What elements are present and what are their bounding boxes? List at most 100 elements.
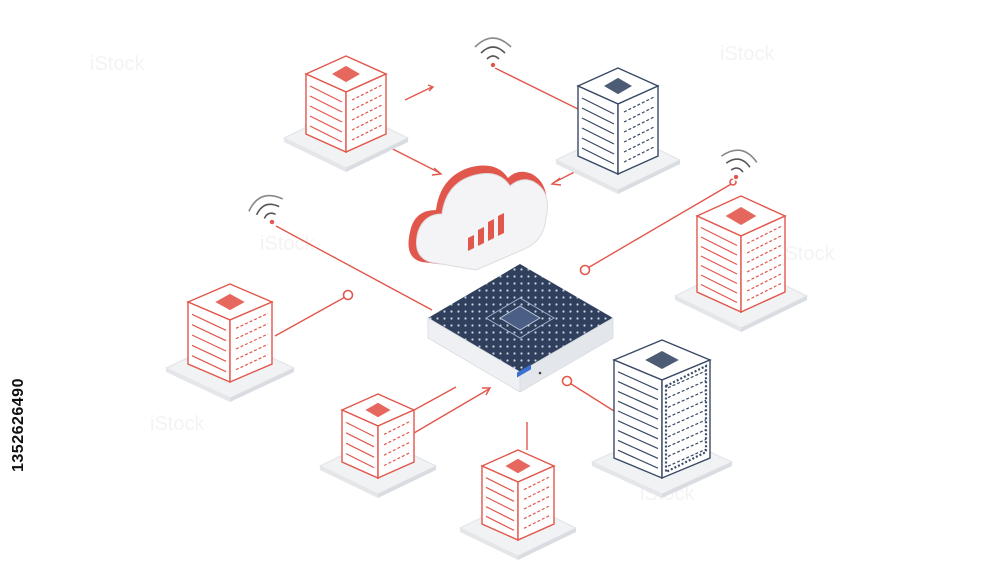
- wifi-icon: [720, 149, 758, 181]
- server-right-face: [377, 408, 415, 480]
- drive-slot: [235, 312, 269, 329]
- drive-slot: [235, 333, 269, 350]
- barcode-icon: [645, 351, 679, 369]
- drive-slot: [746, 263, 782, 283]
- server-top-right: [554, 67, 682, 194]
- drive-slot: [309, 85, 343, 103]
- browser-icon: [365, 402, 391, 418]
- drive-slot: [581, 127, 615, 145]
- platform-edge: [284, 138, 346, 172]
- drive-slot: [485, 506, 515, 522]
- drive-slot: [485, 486, 515, 502]
- drive-slot: [667, 448, 707, 467]
- connector-line: [567, 381, 615, 412]
- server-bottom-right-tower: [590, 339, 734, 498]
- platform-edge: [675, 296, 741, 332]
- platform-edge: [618, 160, 680, 194]
- drive-slot: [345, 442, 375, 458]
- document-icon: [725, 207, 757, 225]
- drive-slot: [581, 107, 615, 125]
- drive-slot: [667, 370, 707, 389]
- arrow-head: [482, 387, 492, 396]
- drive-slot: [623, 126, 655, 143]
- server-bottom-left: [318, 393, 438, 498]
- drive-slot: [581, 117, 615, 135]
- drive-slot: [309, 105, 343, 123]
- drive-slot: [623, 146, 655, 163]
- platform-edge: [378, 466, 436, 498]
- drive-slot: [700, 274, 738, 294]
- platform-edge: [741, 296, 807, 332]
- drive-slot: [617, 420, 659, 440]
- drive-slot: [345, 421, 375, 437]
- wifi-icon: [248, 194, 284, 226]
- connector-line: [275, 225, 433, 311]
- drive-slot: [351, 94, 383, 111]
- drive-slot: [235, 343, 269, 360]
- status-led: [538, 371, 542, 375]
- drive-slot: [617, 410, 659, 430]
- drive-slot: [667, 438, 707, 457]
- server-right-face: [517, 464, 555, 542]
- drive-slot: [345, 453, 375, 469]
- connection-dot: [579, 264, 591, 276]
- drive-slot: [485, 496, 515, 512]
- server-bottom-center: [458, 449, 578, 560]
- arrow-head: [427, 84, 435, 92]
- connection-lines: [274, 67, 734, 450]
- drive-slot: [617, 381, 659, 401]
- chip-icon: [485, 297, 555, 339]
- drive-slot: [235, 323, 269, 340]
- bar-chart-icon: [468, 213, 504, 251]
- drive-slot: [191, 324, 227, 342]
- drive-slot: [581, 97, 615, 115]
- drive-slot: [581, 137, 615, 155]
- drive-slot: [191, 355, 227, 373]
- chip-icon: [332, 65, 360, 83]
- wifi-icon: [474, 37, 512, 69]
- drive-slot: [667, 380, 707, 399]
- card-icon: [604, 77, 632, 95]
- drive-slot: [667, 419, 707, 438]
- platform-edge: [460, 528, 518, 560]
- drive-slot: [351, 84, 383, 101]
- drive-slot: [191, 334, 227, 352]
- drive-slot: [617, 371, 659, 391]
- platform-edge: [230, 368, 294, 402]
- drive-slot: [617, 439, 659, 459]
- drive-slot: [746, 254, 782, 273]
- image-id-label: 1352626490: [10, 378, 27, 472]
- connector-line: [274, 295, 348, 337]
- server-top-left: [282, 55, 410, 172]
- drive-slot: [191, 344, 227, 362]
- watermark-text: iStock: [780, 243, 835, 265]
- drive-slot: [617, 449, 659, 469]
- server-right-face: [661, 358, 711, 480]
- connector-line: [585, 182, 734, 270]
- connection-dot: [342, 289, 354, 301]
- drive-slot: [617, 430, 659, 450]
- connection-nodes: [342, 178, 737, 387]
- drive-slot: [309, 115, 343, 133]
- drive-slot: [351, 104, 383, 121]
- platform-edge: [662, 462, 732, 498]
- watermark-text: iStock: [90, 53, 145, 75]
- drive-slot: [351, 114, 383, 131]
- drive-slot: [581, 147, 615, 165]
- drive-slot: [700, 264, 738, 285]
- platform-edge: [320, 466, 378, 498]
- drive-slot: [700, 255, 738, 275]
- drive-slot: [700, 236, 738, 256]
- vent-grille: [664, 364, 708, 474]
- connector-line: [413, 388, 490, 434]
- drive-slot: [667, 389, 707, 408]
- platform-edge: [592, 462, 662, 498]
- arrow-head: [550, 177, 562, 186]
- drive-slot: [746, 282, 782, 302]
- cloud-icon: [408, 165, 548, 271]
- drive-slot: [623, 136, 655, 153]
- drive-slot: [623, 106, 655, 123]
- servers-layer: [164, 55, 809, 560]
